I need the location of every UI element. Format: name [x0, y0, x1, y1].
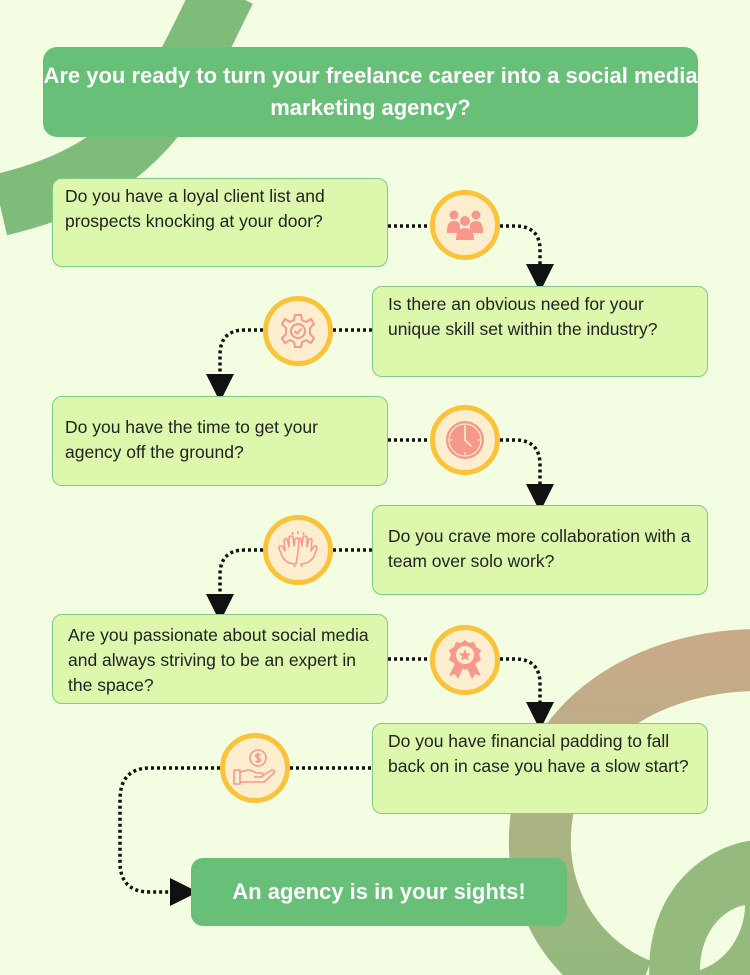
question-box-2: Is there an obvious need for your unique…: [372, 286, 708, 377]
question-box-6: Do you have financial padding to fall ba…: [372, 723, 708, 814]
icon-circle-5: [430, 625, 500, 695]
conclusion-box: An agency is in your sights!: [191, 858, 567, 926]
question-text: Do you crave more collaboration with a t…: [388, 526, 691, 571]
question-box-3: Do you have the time to get your agency …: [52, 396, 388, 486]
bottom-right-swirl: [508, 629, 750, 975]
award-badge-icon: [449, 640, 481, 679]
icon-circle-2: [263, 296, 333, 366]
question-text: Is there an obvious need for your unique…: [388, 294, 658, 339]
question-box-4: Do you crave more collaboration with a t…: [372, 505, 708, 595]
question-box-1: Do you have a loyal client list and pros…: [52, 178, 388, 267]
question-text: Do you have a loyal client list and pros…: [65, 186, 325, 231]
clock-icon: [446, 421, 484, 459]
icon-circle-3: [430, 405, 500, 475]
question-box-5: Are you passionate about social media an…: [52, 614, 388, 704]
icon-circle-6: [220, 733, 290, 803]
bottom-right-leaf: [649, 840, 750, 975]
gear-check-icon: [280, 314, 316, 348]
question-text: Are you passionate about social media an…: [68, 625, 369, 695]
page-title: Are you ready to turn your freelance car…: [43, 47, 698, 137]
group-of-people-icon: [447, 210, 483, 240]
icon-circle-1: [430, 190, 500, 260]
money-hand-icon: [233, 749, 276, 785]
question-text: Do you have financial padding to fall ba…: [388, 731, 689, 776]
icon-circle-4: [263, 515, 333, 585]
question-text: Do you have the time to get your agency …: [65, 417, 318, 462]
high-five-icon: [278, 531, 318, 568]
